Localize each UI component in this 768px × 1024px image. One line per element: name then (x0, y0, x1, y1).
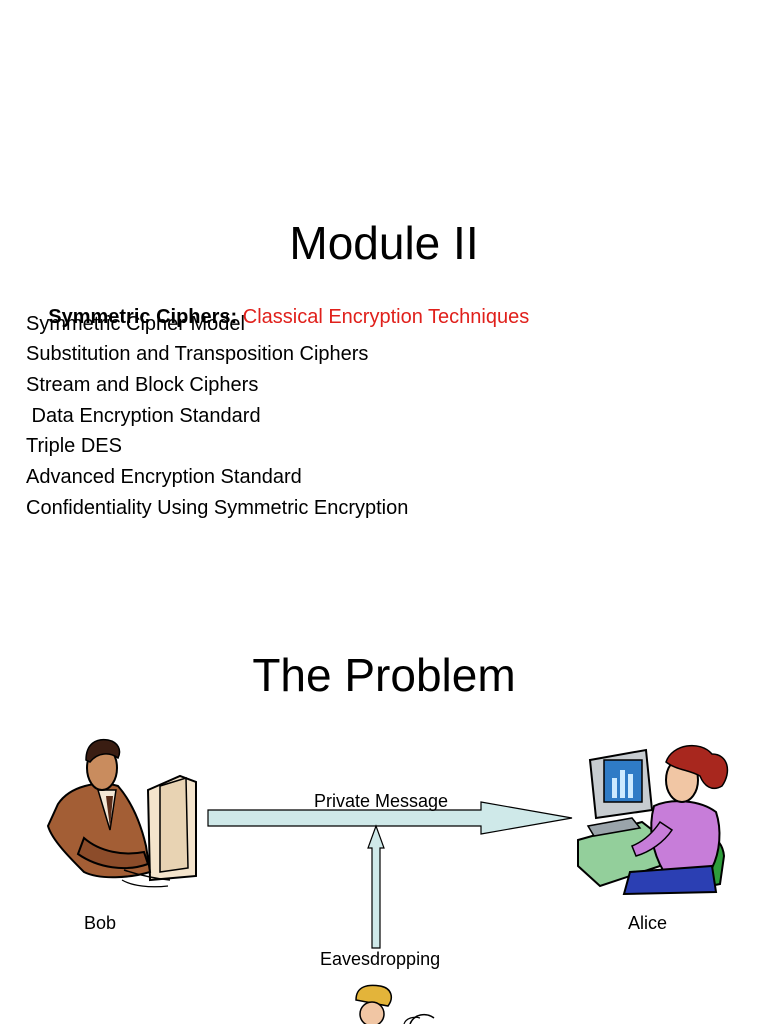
sender-label: Bob (84, 913, 117, 933)
topic-item: Stream and Block Ciphers (26, 374, 259, 397)
private-message-label: Private Message (314, 791, 449, 811)
topic-item: Advanced Encryption Standard (26, 466, 302, 489)
receiver-label: Alice (628, 913, 668, 933)
man-at-computer-icon (46, 738, 197, 888)
lead-accent: Classical Encryption Techniques (242, 306, 530, 328)
problem-title: The Problem (252, 649, 516, 701)
eavesdropper-icon (355, 984, 435, 1024)
lead-label: Symmetric Ciphers: (48, 306, 243, 328)
eavesdropping-arrow (367, 824, 385, 949)
module-title: Module II (289, 217, 479, 269)
topic-item: Symmetric Cipher Model (26, 312, 245, 335)
topic-item: Confidentiality Using Symmetric Encrypti… (26, 496, 409, 519)
topic-item: Data Encryption Standard (26, 404, 261, 427)
woman-at-computer-icon (577, 744, 729, 896)
eavesdropping-label: Eavesdropping (320, 949, 441, 969)
topic-item: Substitution and Transposition Ciphers (26, 343, 369, 366)
topic-lead: Symmetric Ciphers: Classical Encryption … (26, 281, 529, 328)
topic-item: Triple DES (26, 435, 122, 458)
private-message-arrow (207, 801, 573, 835)
topic-list: Symmetric Ciphers: Classical Encryption … (26, 281, 529, 527)
